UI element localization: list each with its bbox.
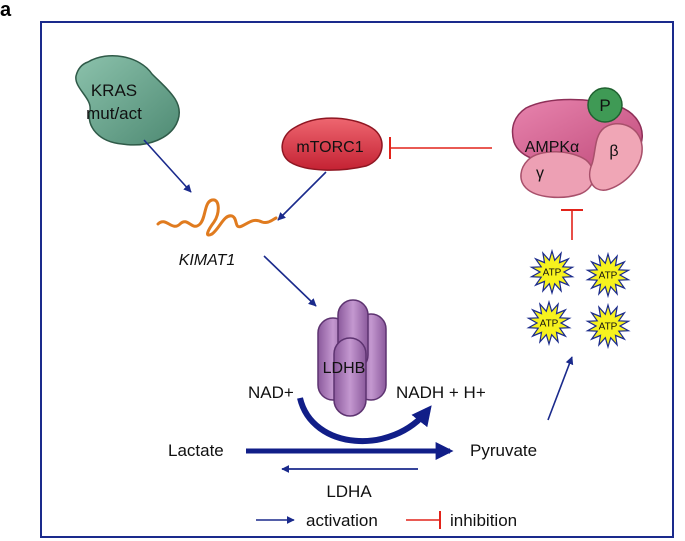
ldhb-subunit-front xyxy=(333,337,367,417)
ldhb-label: LDHB xyxy=(323,360,366,377)
legend-activation-label: activation xyxy=(306,511,378,530)
atp-star-icon: ATP xyxy=(529,248,575,296)
lactate-label: Lactate xyxy=(168,441,224,460)
phospho-group-icon xyxy=(587,87,623,123)
panel-label: a xyxy=(0,0,12,21)
atp-label: ATP xyxy=(599,271,618,282)
phospho-label: P xyxy=(599,96,610,115)
ampk-gamma-shape xyxy=(520,151,595,199)
inhibition-ampk-to-mtorc1 xyxy=(389,137,492,159)
ampk-beta-label: β xyxy=(609,143,618,160)
atp-label: ATP xyxy=(599,322,618,333)
atp-label: ATP xyxy=(543,268,562,279)
kimat1-rna-icon xyxy=(156,198,278,237)
legend-inhibition-symbol xyxy=(406,511,441,529)
inhibition-atp-to-ampk xyxy=(561,209,583,240)
atp-cluster: ATP ATP ATP ATP xyxy=(526,248,631,350)
mtorc1-node: mTORC1 xyxy=(281,117,383,171)
ldhb-node: LDHB xyxy=(317,299,387,417)
ldha-label: LDHA xyxy=(326,482,372,501)
atp-star-icon: ATP xyxy=(585,251,631,299)
kras-label-line1: KRAS xyxy=(91,81,137,100)
kras-label-line2: mut/act xyxy=(86,104,142,123)
legend: activation inhibition xyxy=(256,511,517,530)
atp-star-icon: ATP xyxy=(526,299,572,347)
curved-arrow-nad-to-nadh xyxy=(297,397,432,444)
kimat1-label: KIMAT1 xyxy=(179,252,236,269)
ampk-node: P AMPKα γ β xyxy=(511,87,643,199)
ampk-gamma-label: γ xyxy=(536,165,544,182)
atp-star-icon: ATP xyxy=(585,302,631,350)
arrow-pyruvate-to-atp xyxy=(547,356,574,421)
arrow-mtorc1-to-kimat1 xyxy=(277,171,327,221)
diagram-frame xyxy=(40,21,674,538)
pyruvate-label: Pyruvate xyxy=(470,441,537,460)
ampk-beta-shape xyxy=(588,123,643,191)
legend-inhibition-label: inhibition xyxy=(450,511,517,530)
ampk-alpha-label: AMPKα xyxy=(525,139,580,156)
mtorc1-shape xyxy=(281,117,383,171)
kimat1-node: KIMAT1 xyxy=(156,198,278,269)
arrow-kimat1-to-ldhb xyxy=(263,255,317,307)
atp-label: ATP xyxy=(540,319,559,330)
arrow-kras-to-kimat1 xyxy=(143,139,192,193)
nadh-label: NADH + H+ xyxy=(396,383,486,402)
kras-shape xyxy=(75,55,181,146)
nad-label: NAD+ xyxy=(248,383,294,402)
kras-node: KRAS mut/act xyxy=(75,55,181,146)
mtorc1-label: mTORC1 xyxy=(296,139,363,156)
